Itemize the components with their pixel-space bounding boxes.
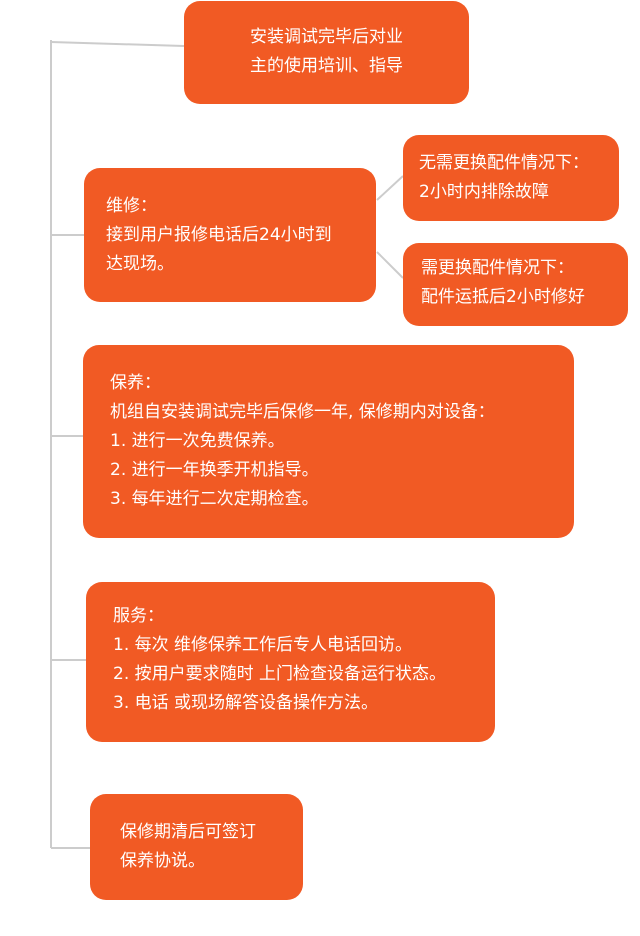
branch-repair-parts (376, 251, 404, 279)
install-training-line-2: 主的使用培训、指导 (250, 56, 403, 76)
maintenance-item-3: 3. 每年进行二次定期检查。 (110, 489, 319, 509)
repair-parts-line-2: 配件运抵后2小时修好 (421, 287, 585, 307)
repair-no-parts-line-1: 无需更换配件情况下： (419, 153, 589, 173)
maintenance-title: 保养： (110, 373, 161, 393)
service-box: 服务： 1. 每次 维修保养工作后专人电话回访。 2. 按用户要求随时 上门检查… (86, 582, 495, 742)
service-item-1: 1. 每次 维修保养工作后专人电话回访。 (113, 635, 413, 655)
service-item-3: 3. 电话 或现场解答设备操作方法。 (113, 693, 379, 713)
repair-line-2: 达现场。 (106, 254, 174, 274)
repair-no-parts-box: 无需更换配件情况下： 2小时内排除故障 (403, 135, 619, 221)
install-training-line-1: 安装调试完毕后对业 (250, 27, 403, 47)
after-warranty-line-1: 保修期清后可签订 (120, 822, 256, 842)
repair-no-parts-line-2: 2小时内排除故障 (419, 182, 549, 202)
install-training-box: 安装调试完毕后对业 主的使用培训、指导 (184, 1, 469, 104)
repair-line-1: 接到用户报修电话后24小时到 (106, 225, 332, 245)
branch-repair-no-parts (376, 175, 404, 201)
repair-title: 维修： (106, 196, 157, 216)
repair-box: 维修： 接到用户报修电话后24小时到 达现场。 (84, 168, 376, 302)
maintenance-item-2: 2. 进行一年换季开机指导。 (110, 460, 319, 480)
repair-parts-line-1: 需更换配件情况下： (421, 258, 574, 278)
maintenance-item-1: 1. 进行一次免费保养。 (110, 431, 285, 451)
maintenance-line-1: 机组自安装调试完毕后保修一年, 保修期内对设备： (110, 402, 495, 422)
after-warranty-box: 保修期清后可签订 保养协说。 (90, 794, 303, 900)
service-item-2: 2. 按用户要求随时 上门检查设备运行状态。 (113, 664, 447, 684)
branch-install (50, 41, 185, 47)
maintenance-box: 保养： 机组自安装调试完毕后保修一年, 保修期内对设备： 1. 进行一次免费保养… (83, 345, 574, 538)
service-title: 服务： (113, 606, 164, 626)
after-warranty-line-2: 保养协说。 (120, 851, 205, 871)
repair-parts-box: 需更换配件情况下： 配件运抵后2小时修好 (403, 243, 628, 326)
